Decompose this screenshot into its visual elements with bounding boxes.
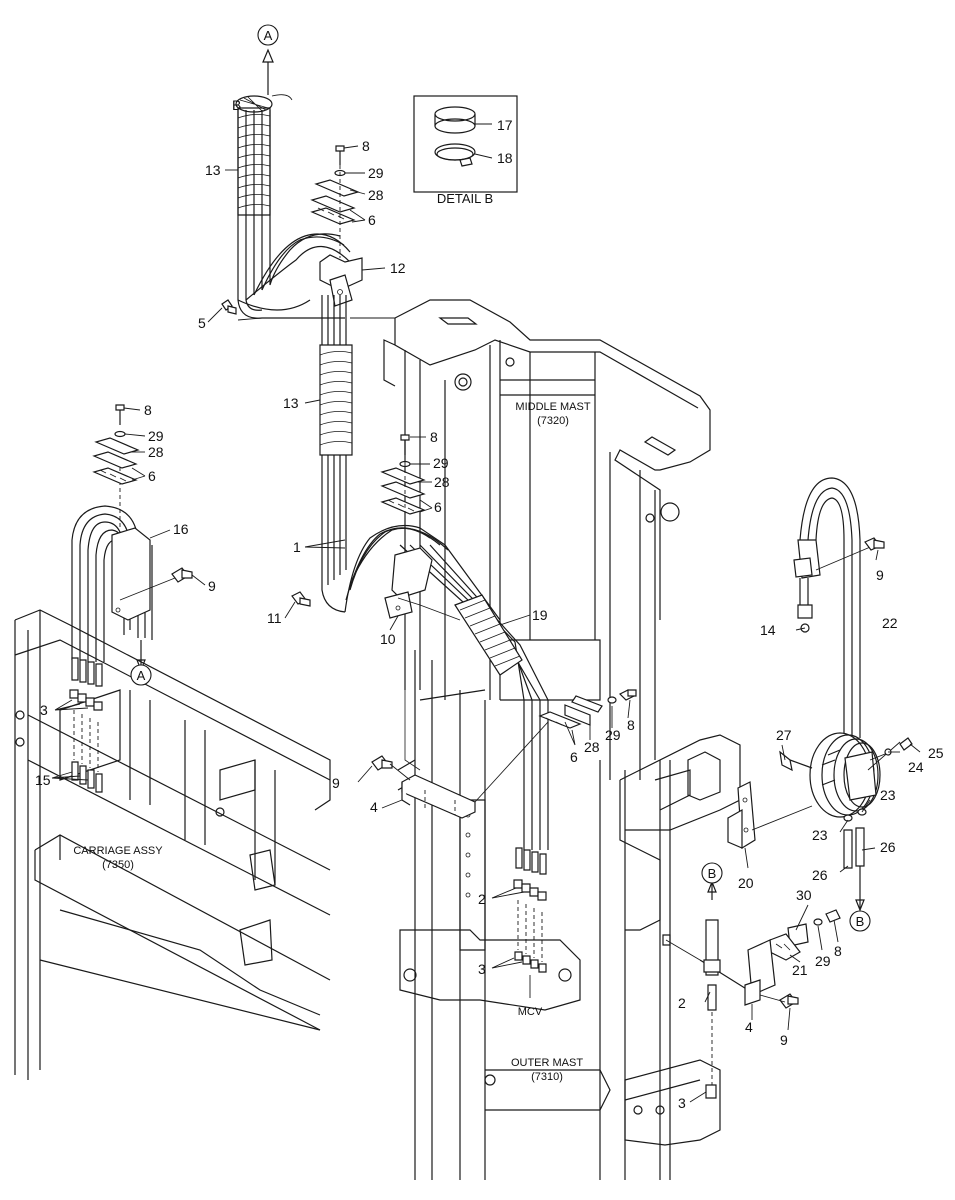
connector-a-bottom: A <box>130 664 152 686</box>
callout-6-lower: 6 <box>570 749 578 765</box>
callout-8-lower: 8 <box>627 717 635 733</box>
callout-9-left: 9 <box>208 578 216 594</box>
carriage-label: CARRIAGE ASSY <box>73 845 163 857</box>
callout-8-top: 8 <box>362 138 370 154</box>
callout-28-middle: 28 <box>434 474 450 490</box>
callout-10: 10 <box>380 631 396 647</box>
callout-28-top: 28 <box>368 187 384 203</box>
callout-16: 16 <box>173 521 189 537</box>
callout-19: 19 <box>532 607 548 623</box>
connector-b-upper: B <box>701 862 723 884</box>
callout-14: 14 <box>760 622 776 638</box>
leader-lines <box>51 145 921 1103</box>
bracket-4-middle <box>371 721 549 819</box>
callout-25: 25 <box>928 745 944 761</box>
callout-13-middle: 13 <box>283 395 299 411</box>
callout-12: 12 <box>390 260 406 276</box>
carriage-hose-bundle <box>71 460 153 672</box>
callout-29-left: 29 <box>148 428 164 444</box>
bolt-5 <box>221 299 237 315</box>
callout-3-mcv: 3 <box>478 961 486 977</box>
callout-18: 18 <box>497 150 513 166</box>
connector-b-lower: B <box>849 910 871 932</box>
carriage-fittings <box>69 657 103 793</box>
lower-right-hardware <box>662 880 841 1099</box>
callout-28-left: 28 <box>148 444 164 460</box>
bolt-9-left <box>119 567 193 601</box>
callout-22: 22 <box>882 615 898 631</box>
middle-mast-label: MIDDLE MAST <box>515 401 590 413</box>
carriage-clamp-hardware <box>92 404 140 485</box>
callout-9-middle: 9 <box>332 775 340 791</box>
callout-15: 15 <box>35 772 51 788</box>
callout-21: 21 <box>792 962 808 978</box>
lower-clamp-plates <box>538 689 637 729</box>
callout-8-middle: 8 <box>430 429 438 445</box>
callout-13-upper: 13 <box>205 162 221 178</box>
upper-clamp-hardware <box>310 145 360 258</box>
upper-hose-bundle <box>235 48 395 613</box>
callout-4-middle: 4 <box>370 799 378 815</box>
connector-b-lower-label: B <box>856 914 865 929</box>
callout-26-left: 26 <box>812 867 828 883</box>
callout-3-carriage: 3 <box>40 702 48 718</box>
callout-30: 30 <box>796 887 812 903</box>
callout-2-mcv: 2 <box>478 891 486 907</box>
connector-a-top-label: A <box>264 28 273 43</box>
callout-1: 1 <box>293 539 301 555</box>
callout-29-right: 29 <box>815 953 831 969</box>
outer-mast <box>397 639 741 1180</box>
detail-b-title: DETAIL B <box>437 191 493 206</box>
connector-a-bottom-label: A <box>137 668 146 683</box>
detail-b-box <box>413 95 518 193</box>
callout-28-lower: 28 <box>584 739 600 755</box>
callout-6-top: 6 <box>368 212 376 228</box>
callout-20: 20 <box>738 875 754 891</box>
outer-mast-label: OUTER MAST <box>511 1057 583 1069</box>
callout-b-detail: B <box>232 97 241 113</box>
carriage-assembly <box>14 609 331 1080</box>
callout-17: 17 <box>497 117 513 133</box>
callout-6-middle: 6 <box>434 499 442 515</box>
callout-29-middle: 29 <box>433 455 449 471</box>
outer-mast-code: (7310) <box>531 1071 563 1083</box>
callout-11: 11 <box>267 610 282 626</box>
callout-29-top: 29 <box>368 165 384 181</box>
connector-a-top: A <box>257 24 279 46</box>
callout-23-right: 23 <box>880 787 896 803</box>
callout-29-lower: 29 <box>605 727 621 743</box>
callout-27: 27 <box>776 727 792 743</box>
callout-4-right: 4 <box>745 1019 753 1035</box>
callout-9-lower: 9 <box>780 1032 788 1048</box>
callout-8-right: 8 <box>834 943 842 959</box>
callout-5: 5 <box>198 315 206 331</box>
spiral-guard-middle <box>319 351 353 446</box>
connector-b-upper-label: B <box>708 866 717 881</box>
middle-hose-bundle <box>344 525 549 850</box>
callout-2-right: 2 <box>678 995 686 1011</box>
callout-26-right: 26 <box>880 839 896 855</box>
callout-3-right: 3 <box>678 1095 686 1111</box>
right-hose-reel <box>727 477 913 912</box>
middle-mast-code: (7320) <box>537 415 569 427</box>
spiral-guard-upper <box>237 114 271 209</box>
mcv-label: MCV <box>518 1006 543 1018</box>
callout-6-left: 6 <box>148 468 156 484</box>
callout-8-left: 8 <box>144 402 152 418</box>
spiral-guard-19 <box>459 599 521 667</box>
mcv-fittings <box>513 847 547 998</box>
carriage-code: (7350) <box>102 859 134 871</box>
bolt-11 <box>291 591 311 607</box>
callout-24: 24 <box>908 759 924 775</box>
callout-23-left: 23 <box>812 827 828 843</box>
callout-9-right: 9 <box>876 567 884 583</box>
